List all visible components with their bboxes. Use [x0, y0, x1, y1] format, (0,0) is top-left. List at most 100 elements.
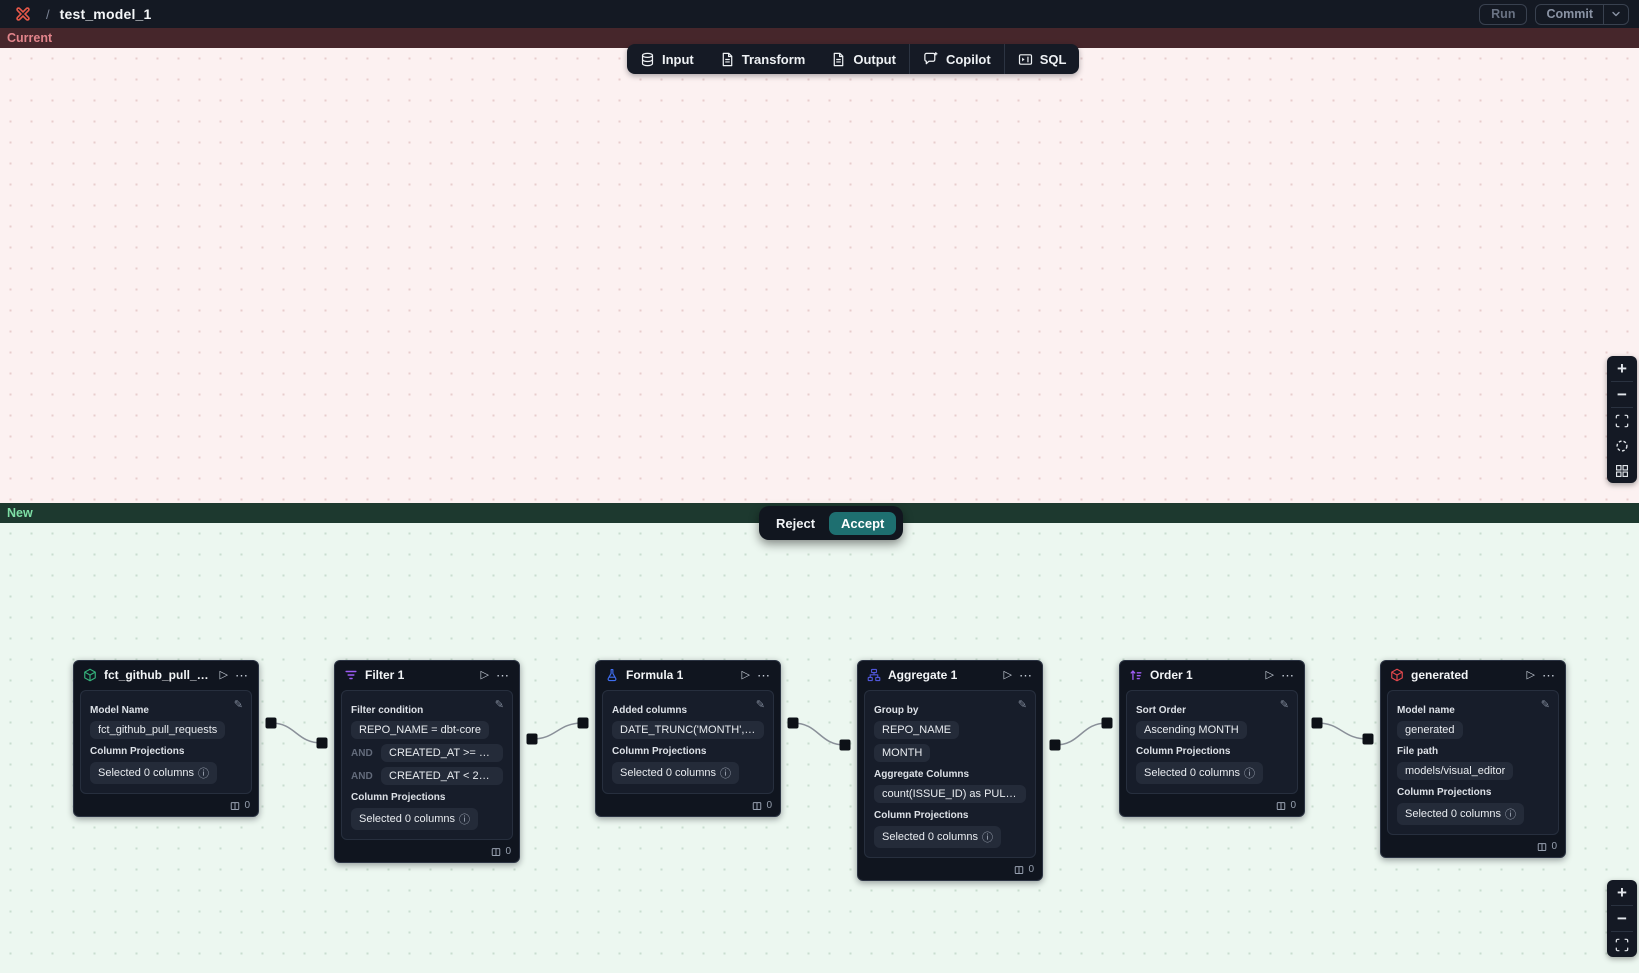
zoom-in-button[interactable]: + — [1607, 880, 1637, 905]
database-icon — [640, 52, 655, 67]
document-icon — [720, 52, 735, 67]
fit-view-button[interactable] — [1607, 932, 1637, 957]
node-run-icon[interactable]: ▷ — [1265, 668, 1274, 681]
group-by-chip[interactable]: REPO_NAME — [874, 721, 960, 739]
reject-button[interactable]: Reject — [766, 512, 825, 535]
toolbar-transform-button[interactable]: Transform — [707, 44, 819, 74]
edit-pencil-icon[interactable]: ✎ — [1017, 699, 1027, 711]
commit-split-button[interactable]: Commit — [1535, 3, 1629, 25]
node-order-1[interactable]: Order 1 ▷ ⋯ ✎ Sort Order Ascending MONTH… — [1119, 660, 1305, 817]
new-canvas[interactable] — [0, 523, 1639, 973]
commit-button[interactable]: Commit — [1546, 7, 1593, 21]
breadcrumb-separator: / — [46, 6, 50, 22]
interactive-lock-button[interactable] — [1607, 433, 1637, 458]
filter-condition-chip[interactable]: CREATED_AT >= 2024-12-01 — [381, 744, 503, 762]
current-canvas[interactable] — [0, 48, 1639, 503]
layout-grid-button[interactable] — [1607, 458, 1637, 483]
value-chip[interactable]: fct_github_pull_requests — [90, 721, 226, 739]
controls-divider — [1611, 931, 1633, 932]
model-cube-icon — [1390, 668, 1404, 682]
controls-divider — [1611, 407, 1633, 408]
row-count: 0 — [1551, 841, 1557, 852]
row-count-icon — [1276, 801, 1286, 811]
zoom-in-button[interactable]: + — [1607, 356, 1637, 381]
section-label: Column Projections — [612, 746, 707, 757]
node-fct-github-pull-requests[interactable]: fct_github_pull_requests ▷ ⋯ ✎ Model Nam… — [73, 660, 259, 817]
accept-button[interactable]: Accept — [829, 511, 897, 535]
node-run-icon[interactable]: ▷ — [1526, 668, 1535, 681]
node-menu-icon[interactable]: ⋯ — [235, 667, 249, 683]
node-title: Filter 1 — [365, 668, 405, 682]
info-icon: ⓘ — [459, 814, 470, 826]
and-operator: AND — [351, 747, 373, 759]
node-menu-icon[interactable]: ⋯ — [757, 667, 771, 683]
hierarchy-icon — [867, 668, 881, 682]
filter-condition-chip[interactable]: CREATED_AT < 2025-03-01 — [381, 767, 503, 785]
toolbar-separator — [1003, 44, 1005, 74]
diff-review-bar: Reject Accept — [759, 506, 904, 540]
section-label: Model name — [1397, 705, 1455, 716]
section-label: Model Name — [90, 705, 149, 716]
zoom-out-button[interactable]: − — [1607, 382, 1637, 407]
fit-view-button[interactable] — [1607, 408, 1637, 433]
node-menu-icon[interactable]: ⋯ — [1281, 667, 1295, 683]
commit-dropdown-button[interactable] — [1603, 4, 1628, 24]
node-generated[interactable]: generated ▷ ⋯ ✎ Model name generated Fil… — [1380, 660, 1566, 858]
edit-pencil-icon[interactable]: ✎ — [233, 699, 243, 711]
filter-icon — [344, 668, 358, 682]
toolbar-sql-button[interactable]: SQL — [1005, 44, 1080, 74]
section-label: Sort Order — [1136, 705, 1187, 716]
filter-condition-chip[interactable]: REPO_NAME = dbt-core — [351, 721, 489, 739]
controls-divider — [1611, 905, 1633, 906]
edit-pencil-icon[interactable]: ✎ — [494, 699, 504, 711]
copilot-chat-icon — [923, 51, 939, 67]
top-bar: / test_model_1 Run Commit — [0, 0, 1639, 28]
node-run-icon[interactable]: ▷ — [219, 668, 228, 681]
current-pane-label: Current — [0, 28, 1639, 48]
grid-icon — [1616, 464, 1628, 477]
document-icon — [831, 52, 846, 67]
aggregate-column-chip[interactable]: count(ISSUE_ID) as PULL_REQUEST_… — [874, 785, 1026, 803]
section-label: Column Projections — [874, 810, 969, 821]
node-menu-icon[interactable]: ⋯ — [496, 667, 510, 683]
node-formula-1[interactable]: Formula 1 ▷ ⋯ ✎ Added columns DATE_TRUNC… — [595, 660, 781, 817]
file-path-chip[interactable]: models/visual_editor — [1397, 762, 1514, 780]
node-filter-1[interactable]: Filter 1 ▷ ⋯ ✎ Filter condition REPO_NAM… — [334, 660, 520, 863]
node-title: Aggregate 1 — [888, 668, 958, 682]
zoom-out-button[interactable]: − — [1607, 906, 1637, 931]
toolbar-copilot-button[interactable]: Copilot — [910, 44, 1004, 74]
edit-pencil-icon[interactable]: ✎ — [1540, 699, 1550, 711]
node-menu-icon[interactable]: ⋯ — [1542, 667, 1556, 683]
model-cube-icon — [83, 668, 97, 682]
node-run-icon[interactable]: ▷ — [480, 668, 489, 681]
group-by-chip[interactable]: MONTH — [874, 744, 931, 762]
node-title: Order 1 — [1150, 668, 1193, 682]
edit-pencil-icon[interactable]: ✎ — [755, 699, 765, 711]
run-button[interactable]: Run — [1479, 3, 1528, 25]
toolbar-input-button[interactable]: Input — [627, 44, 707, 74]
model-name-chip[interactable]: generated — [1397, 721, 1463, 739]
node-run-icon[interactable]: ▷ — [1003, 668, 1012, 681]
sort-order-chip[interactable]: Ascending MONTH — [1136, 721, 1247, 739]
node-run-icon[interactable]: ▷ — [741, 668, 750, 681]
info-icon: ⓘ — [1244, 768, 1255, 780]
new-canvas-controls: + − — [1607, 880, 1637, 957]
model-title: test_model_1 — [59, 6, 152, 22]
row-count-icon — [230, 801, 240, 811]
node-menu-icon[interactable]: ⋯ — [1019, 667, 1033, 683]
row-count: 0 — [505, 846, 511, 857]
formula-chip[interactable]: DATE_TRUNC('MONTH', CREATED_AT… — [612, 721, 764, 739]
fit-view-icon — [1615, 414, 1629, 427]
chevron-down-icon — [1612, 11, 1620, 17]
node-title: generated — [1411, 668, 1469, 682]
app-logo-icon[interactable] — [14, 5, 32, 23]
toolbar-output-button[interactable]: Output — [818, 44, 909, 74]
node-aggregate-1[interactable]: Aggregate 1 ▷ ⋯ ✎ Group by REPO_NAME MON… — [857, 660, 1043, 881]
edit-pencil-icon[interactable]: ✎ — [1279, 699, 1289, 711]
